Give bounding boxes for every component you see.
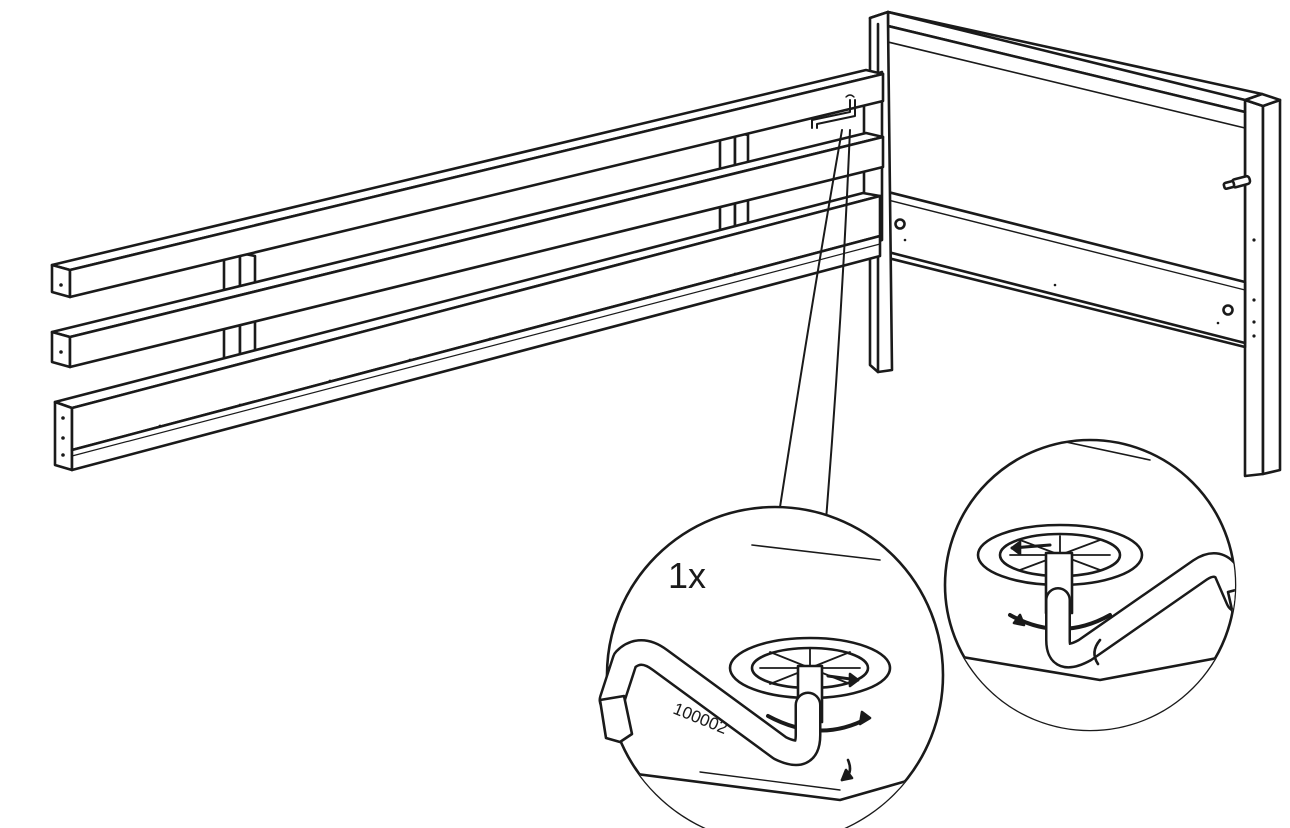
detail-circle-secondary [943,438,1237,732]
detail-circle-main [605,505,945,828]
headboard-right-post [1243,98,1265,478]
callout-lines [777,129,851,521]
rail-middle [50,131,885,369]
headboard [868,10,1282,478]
allen-key-small-icon [811,94,856,129]
allen-key-icon [598,639,854,782]
quantity-label: 1x [668,555,706,596]
rail-top [50,68,885,299]
rail-bottom-board [53,191,882,472]
dowel-icon [1222,174,1252,191]
side-rail [50,68,885,472]
